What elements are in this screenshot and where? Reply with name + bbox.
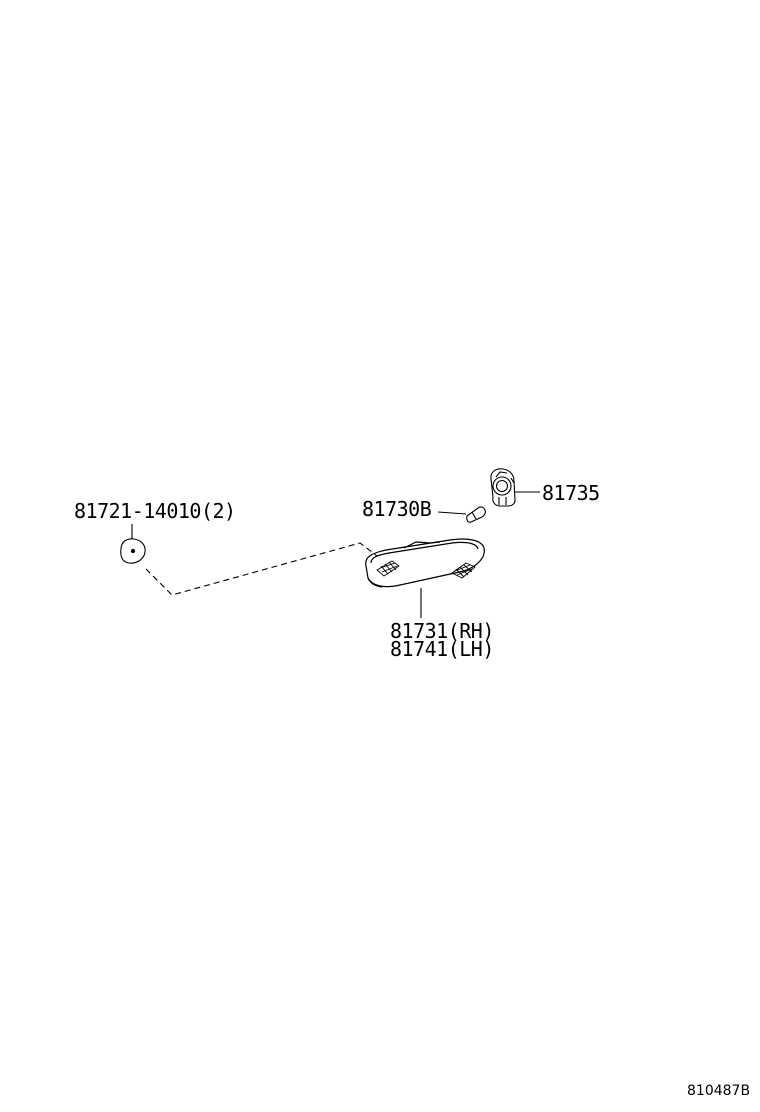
clip-part-label: 81721-14010(2) [74,499,236,523]
assembly-dashed-line [145,542,378,596]
lens-rh-part-label: 81731(RH) [390,619,494,643]
clip-part [120,538,146,564]
bulb-leader-line [437,511,467,515]
lens-lh-part-label: 81741(LH) [390,637,494,661]
figure-code: 810487B [687,1083,751,1099]
bulb-part [466,506,486,523]
bulb-socket-part-label: 81735 [542,481,600,505]
bulb-socket-part [490,468,516,507]
bulb-part-label: 81730B [362,497,432,521]
side-marker-lens-part [365,538,485,588]
